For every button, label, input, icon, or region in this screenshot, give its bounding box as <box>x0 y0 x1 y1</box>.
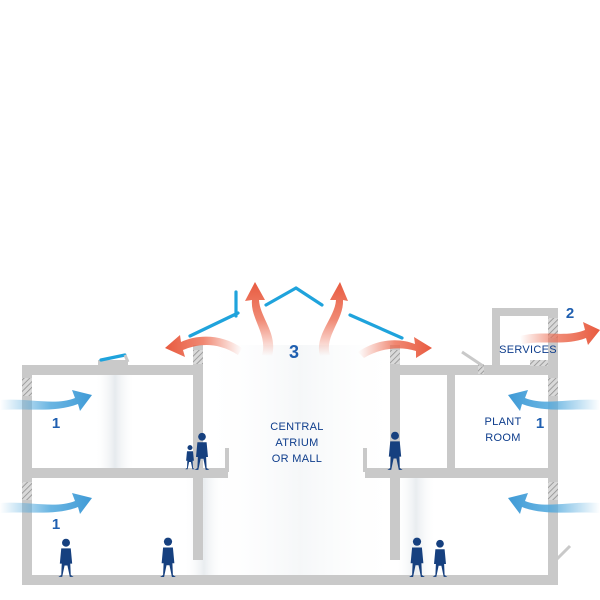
red-arrow-icon <box>245 282 274 356</box>
roof-glazing <box>99 286 404 362</box>
plant-room-label-line2: ROOM <box>485 432 520 444</box>
plant-room-label-line1: PLANT <box>485 416 522 428</box>
number-inlet-right: 1 <box>536 415 544 432</box>
services-label: SERVICES <box>499 344 557 356</box>
blue-arrow-icon <box>508 493 600 514</box>
number-outlet-services: 2 <box>566 305 574 322</box>
blue-arrow-icon <box>508 390 600 411</box>
number-inlet-left-upper: 1 <box>52 415 60 432</box>
open-hatches <box>123 350 572 562</box>
red-arrow-icon <box>165 335 242 357</box>
atrium-label-line3: OR MALL <box>272 453 322 465</box>
vent-louvres <box>22 318 558 500</box>
blue-arrow-icon <box>0 493 92 514</box>
red-arrow-icon <box>358 337 432 358</box>
person-icon <box>160 537 176 577</box>
red-arrow-icon <box>318 282 348 356</box>
room-labels: CENTRAL ATRIUM OR MALL PLANT ROOM SERVIC… <box>270 344 557 465</box>
red-arrow-icon <box>520 322 600 345</box>
building-structure <box>22 308 558 585</box>
blue-arrow-icon <box>0 390 92 411</box>
person-icon <box>58 538 74 577</box>
number-inlet-left-lower: 1 <box>52 516 60 533</box>
light-shafts <box>95 345 436 580</box>
number-outlet-atrium: 3 <box>289 342 299 362</box>
inflow-arrows <box>0 390 600 514</box>
atrium-label-line1: CENTRAL <box>270 421 323 433</box>
atrium-label-line2: ATRIUM <box>275 437 318 449</box>
flow-numbers: 1 1 1 2 3 <box>52 305 574 533</box>
outflow-arrows <box>165 282 600 358</box>
